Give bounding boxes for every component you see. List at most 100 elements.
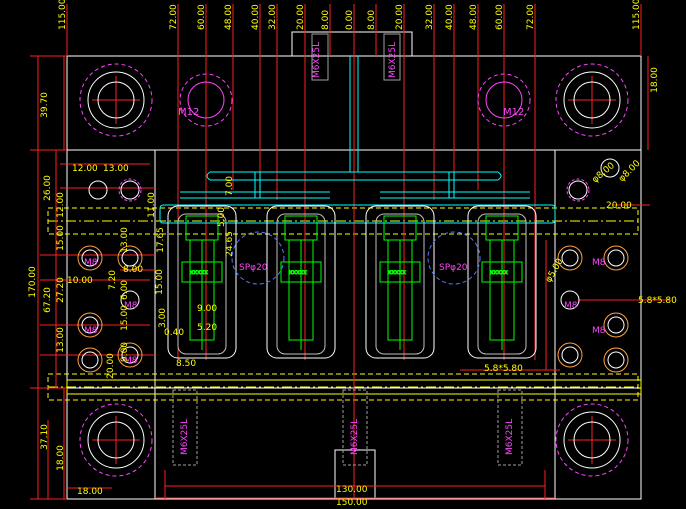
insert-inner-3	[477, 213, 527, 355]
small-hole-2	[568, 180, 588, 200]
side-hole-inner-7	[561, 346, 579, 364]
label-top-screw-2: M6X25L	[388, 42, 398, 78]
side-holes	[77, 245, 629, 373]
bolt-ring-2	[87, 411, 145, 469]
bolt-inner-0	[97, 81, 135, 119]
side-hole-inner-4	[121, 249, 139, 267]
top-screw-0	[311, 33, 329, 81]
dim-8-50: 8.50	[176, 359, 196, 369]
side-hole-inner-0	[81, 249, 99, 267]
sprue-1	[427, 231, 481, 285]
top-dim-6: 20.00	[296, 4, 306, 30]
m8-label-2: M8	[592, 258, 606, 268]
cavity-inserts	[167, 33, 537, 466]
dim-phi-8-b: φ8.00	[617, 158, 643, 184]
side-hole-inner-5	[121, 346, 139, 364]
dim-5-8-x-5-80-b: 5.8*5.80	[638, 296, 677, 306]
label-m12-left: M12	[178, 107, 199, 118]
side-hole-inner-8	[81, 351, 99, 369]
callout-labels: M12 M12 SPφ20 SPφ20 M6X25L M6X25L M6X25L…	[178, 42, 524, 455]
dim-12-00-left: 12.00	[56, 192, 66, 218]
dim-15-00-b: 15.00	[120, 305, 130, 331]
m8-label-4: M8	[124, 301, 138, 311]
small-hole-4	[120, 290, 140, 310]
top-dim-7: 8.00	[321, 10, 331, 30]
bolt-inner-1	[573, 81, 611, 119]
side-hole-outer-0	[77, 245, 103, 271]
dim-7-00: 7.00	[225, 176, 235, 196]
dim-39-70: 39.70	[40, 92, 50, 118]
dim-67-20: 67.20	[43, 287, 53, 313]
side-hole-inner-2	[607, 249, 625, 267]
dim-24-65: 24.65	[225, 231, 235, 257]
dim-5-20: 5.20	[197, 323, 217, 333]
label-top-screw-1: M6X25L	[312, 42, 322, 78]
top-dim-8: 0.00	[345, 10, 355, 30]
part-mark-1: xxxxx	[289, 269, 307, 276]
dim-5-00: 5.00	[217, 207, 227, 227]
label-sp-right: SPφ20	[439, 263, 468, 273]
small-hole-5	[560, 290, 580, 310]
runner-system	[159, 56, 556, 224]
side-hole-inner-3	[607, 316, 625, 334]
top-dim-3: 48.00	[224, 4, 234, 30]
dim-15-00-left: 15.00	[56, 225, 66, 251]
m8-label-6: M8	[124, 356, 138, 366]
screw-1	[342, 389, 368, 466]
insert-inner-0	[177, 213, 227, 355]
m8-label-5: M8	[564, 301, 578, 311]
side-hole-inner-9	[607, 351, 625, 369]
bolt-ring-0	[87, 71, 145, 129]
dim-18-00-left: 18.00	[56, 445, 66, 471]
bolt-ring-1	[563, 71, 621, 129]
side-hole-outer-6	[557, 245, 583, 271]
m8-label-3: M8	[592, 326, 606, 336]
insert-outer-3	[467, 205, 537, 359]
bolt-outer-2	[79, 403, 153, 477]
side-hole-outer-4	[117, 245, 143, 271]
side-hole-outer-3	[603, 312, 629, 338]
dim-37-10: 37.10	[40, 424, 50, 450]
dim-10-00: 10.00	[67, 276, 93, 286]
top-dim-9: 8.00	[367, 10, 377, 30]
part-head-2	[383, 215, 417, 241]
dim-3-00: 3.00	[158, 308, 168, 328]
top-dim-0: 115.00	[58, 0, 68, 30]
part-head-1	[284, 215, 318, 241]
dim-9-00-b: 9.00	[120, 342, 130, 362]
bolt-inner-3	[573, 421, 611, 459]
top-dim-4: 40.00	[251, 4, 261, 30]
small-hole-mag-1	[566, 178, 590, 202]
dim-0-40: 0.40	[164, 328, 184, 338]
top-dim-2: 60.00	[197, 4, 207, 30]
side-hole-outer-8	[77, 347, 103, 373]
sprue-0	[231, 231, 285, 285]
label-m6-right: M6X25L	[505, 419, 515, 455]
dim-26-00: 26.00	[43, 175, 53, 201]
top-dim-13: 48.00	[469, 4, 479, 30]
top-dim-14: 60.00	[495, 4, 505, 30]
dim-11-00: 11.00	[147, 192, 157, 218]
part-mark-2: xxxxx	[388, 269, 406, 276]
side-hole-outer-2	[603, 245, 629, 271]
dim-13-00-left: 13.00	[56, 327, 66, 353]
dim-15-00: 15.00	[155, 269, 165, 295]
bolt-outer-1	[555, 63, 629, 137]
part-mark-0: xxxxx	[190, 269, 208, 276]
dim-5-8-x-5-80-a: 5.8*5.80	[484, 364, 523, 374]
dim-6-00: 6.00	[120, 280, 130, 300]
bottom-dimensions: 130.00 150.00	[336, 485, 368, 508]
dim-13-00: 13.00	[103, 164, 129, 174]
holes	[79, 63, 629, 477]
screw-2	[497, 389, 523, 466]
top-dim-12: 40.00	[445, 4, 455, 30]
label-m12-right: M12	[503, 107, 524, 118]
bolt-outer-0	[79, 63, 153, 137]
top-dim-11: 32.00	[425, 4, 435, 30]
dim-8-00: 8.00	[123, 265, 143, 275]
dim-phi-8-a: φ8.00	[591, 161, 618, 186]
